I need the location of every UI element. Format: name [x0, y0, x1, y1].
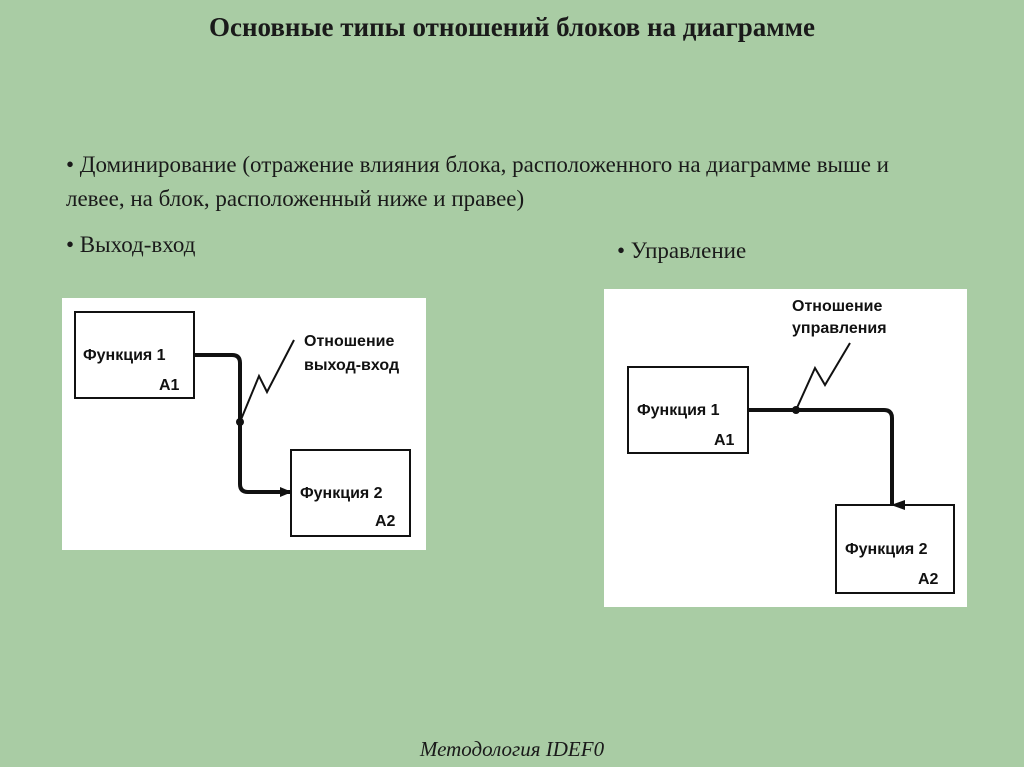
block-2-code: A2 — [375, 513, 396, 530]
callout-squiggle — [239, 339, 295, 423]
footer-methodology: Методология IDEF0 — [419, 737, 605, 761]
bullet-dominance: • Доминирование (отражение влияния блока… — [66, 152, 889, 211]
slide-title: Основные типы отношений блоков на диагра… — [208, 12, 816, 42]
block-function-1 — [627, 366, 749, 454]
callout-label-line1: Отношение — [304, 333, 394, 350]
callout-squiggle — [795, 342, 851, 411]
block-1-code: A1 — [714, 432, 735, 449]
control-diagram: Функция 1 A1 Функция 2 A2 Отношение упра… — [604, 289, 967, 607]
output-input-diagram-svg: Функция 1 A1 Функция 2 A2 Отношение выхо… — [74, 311, 411, 537]
control-arrow — [748, 408, 905, 510]
block-2-code: A2 — [918, 571, 939, 588]
control-diagram-svg: Функция 1 A1 Функция 2 A2 Отношение упра… — [627, 298, 955, 594]
block-1-code: A1 — [159, 377, 180, 394]
block-2-name: Функция 2 — [300, 485, 383, 502]
bullet-control: • Управление — [617, 238, 747, 263]
block-2-name: Функция 2 — [845, 541, 928, 558]
bullet-output-input: • Выход-вход — [66, 232, 196, 257]
block-function-2 — [835, 504, 955, 594]
callout-label-line2: выход-вход — [304, 357, 399, 374]
block-function-2 — [290, 449, 411, 537]
block-1-name: Функция 1 — [637, 402, 720, 419]
callout-label-line2: управления — [792, 320, 887, 337]
block-1-name: Функция 1 — [83, 347, 166, 364]
callout-label-line1: Отношение — [792, 298, 882, 315]
output-input-diagram: Функция 1 A1 Функция 2 A2 Отношение выхо… — [62, 298, 426, 550]
block-function-1 — [74, 311, 195, 399]
